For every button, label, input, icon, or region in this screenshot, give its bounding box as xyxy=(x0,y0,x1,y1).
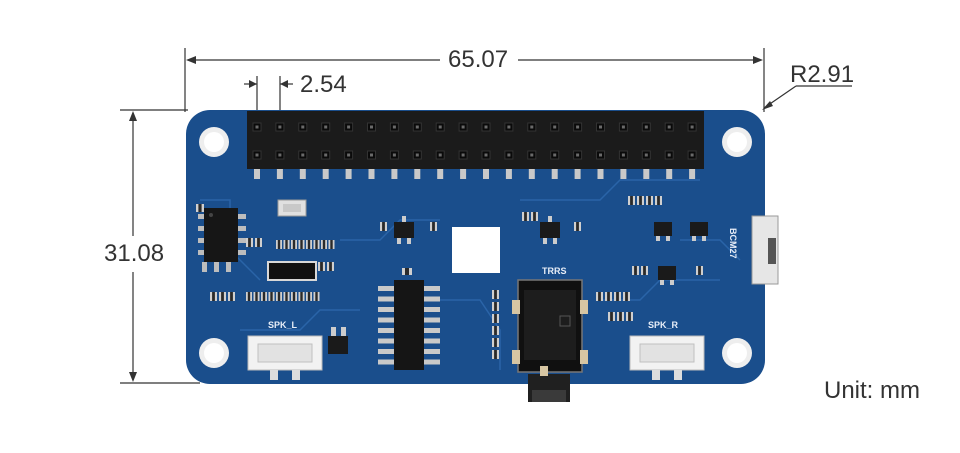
silk-bcm27: BCM27 xyxy=(728,228,738,259)
corner-radius-label: R2.91 xyxy=(790,61,855,88)
resistor-array xyxy=(267,261,317,281)
silk-spk-left: SPK_L xyxy=(268,320,298,330)
side-button xyxy=(751,215,779,285)
unit-label: Unit: mm xyxy=(824,377,920,404)
center-pad xyxy=(452,227,500,273)
crystal xyxy=(277,199,307,217)
mounting-hole-top-right xyxy=(722,127,752,157)
trrs-jack xyxy=(512,279,588,402)
gpio-header-body xyxy=(247,111,704,169)
mounting-hole-top-left xyxy=(199,127,229,157)
mounting-holes xyxy=(199,127,752,368)
silk-spk-right: SPK_R xyxy=(648,320,679,330)
soic8-chip xyxy=(198,208,246,272)
gpio-header xyxy=(247,111,704,179)
gpio-solder-feet xyxy=(254,169,696,179)
height-dimension-label: 31.08 xyxy=(104,240,165,267)
transistor-3 xyxy=(654,222,672,241)
pin-pitch-dimension-label: 2.54 xyxy=(300,71,347,98)
width-dimension-label: 65.07 xyxy=(448,46,509,73)
speaker-connector-right xyxy=(629,335,705,380)
amplifier-chip xyxy=(378,280,440,370)
silk-trrs: TRRS xyxy=(542,266,567,276)
gpio-pins xyxy=(252,122,697,160)
mounting-hole-bottom-left xyxy=(199,338,229,368)
transistor-4 xyxy=(690,222,708,241)
transistor-6 xyxy=(328,327,348,354)
transistor-5 xyxy=(658,266,676,285)
speaker-connector-left xyxy=(247,335,323,380)
mounting-hole-bottom-right xyxy=(722,338,752,368)
transistor-1 xyxy=(394,216,414,244)
smd-passives xyxy=(196,196,703,359)
dimension-lines xyxy=(120,48,852,384)
transistor-2 xyxy=(540,216,560,244)
sot-transistors xyxy=(328,216,708,354)
